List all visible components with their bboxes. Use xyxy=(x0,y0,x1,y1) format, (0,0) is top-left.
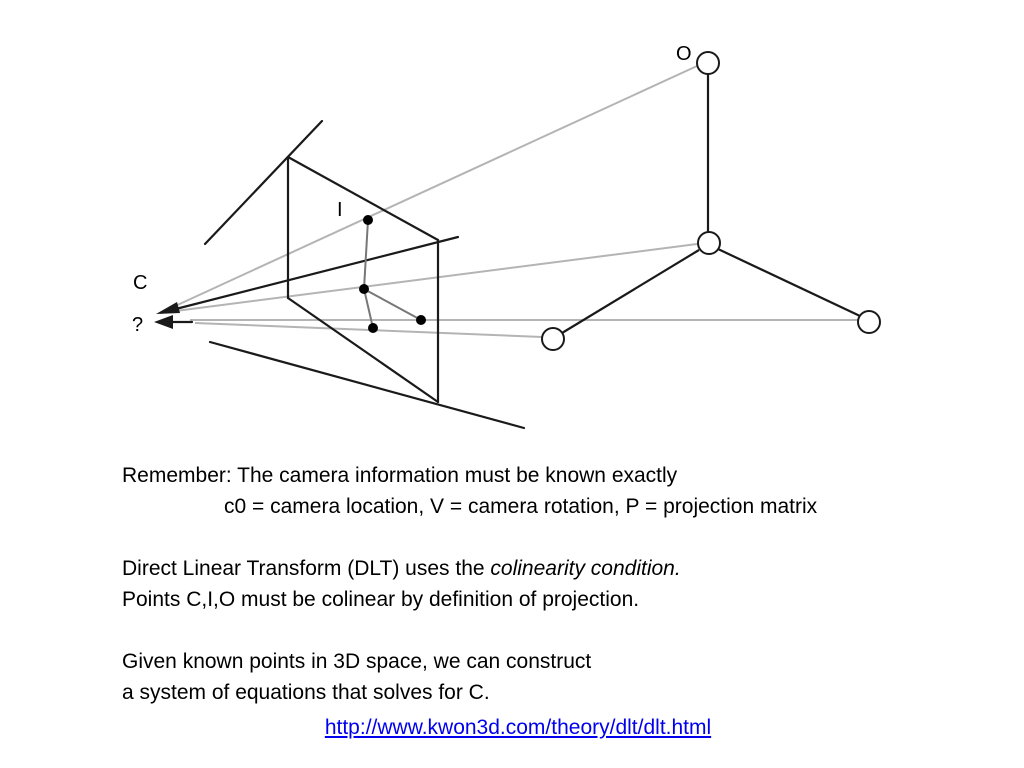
colinearity-emphasis: colinearity condition. xyxy=(490,557,681,580)
object-right-link xyxy=(717,248,861,317)
image-point-bottom xyxy=(368,323,378,333)
image-point-center xyxy=(359,284,369,294)
image-points xyxy=(359,215,426,333)
object-point-left xyxy=(541,327,565,351)
object-left-link xyxy=(561,249,700,334)
ray-to-object-top xyxy=(159,65,698,314)
plane-bottom-edge xyxy=(286,296,440,404)
text-line-definitions: c0 = camera location, V = camera rotatio… xyxy=(224,495,818,518)
frustum-upper-edge xyxy=(203,119,324,246)
image-link-right xyxy=(363,288,422,321)
image-link-bottom xyxy=(363,288,374,329)
label-i: I xyxy=(337,199,343,221)
object-point-right xyxy=(857,310,881,334)
text-line-given: Given known points in 3D space, we can c… xyxy=(122,650,592,673)
object-structure xyxy=(541,51,881,351)
image-point-right xyxy=(416,315,426,325)
spacer xyxy=(122,615,1002,646)
image-plane xyxy=(203,119,526,430)
text-line-system: a system of equations that solves for C. xyxy=(122,681,490,704)
label-unknown: ? xyxy=(132,314,143,336)
spacer xyxy=(122,522,1002,553)
camera-line xyxy=(162,235,460,314)
dlt-projection-diagram: O I C ? xyxy=(132,43,881,430)
text-line-remember: Remember: The camera information must be… xyxy=(122,464,678,487)
label-o: O xyxy=(676,43,692,65)
unknown-arrowhead xyxy=(154,315,173,329)
explanation-text: Remember: The camera information must be… xyxy=(122,460,1002,708)
text-line-dlt: Direct Linear Transform (DLT) uses the c… xyxy=(122,553,1002,584)
projection-rays xyxy=(159,65,858,338)
plane-top-edge xyxy=(286,155,440,242)
arrowheads xyxy=(154,302,180,329)
label-c: C xyxy=(133,272,147,294)
text-line-colinear: Points C,I,O must be colinear by definit… xyxy=(122,588,640,611)
camera-arrowhead xyxy=(156,302,180,314)
reference-link[interactable]: http://www.kwon3d.com/theory/dlt/dlt.htm… xyxy=(324,716,712,739)
object-point-o xyxy=(696,51,720,75)
reference-link-row: http://www.kwon3d.com/theory/dlt/dlt.htm… xyxy=(0,716,1024,740)
object-point-center xyxy=(697,231,721,255)
image-point-i xyxy=(363,215,373,225)
image-link-top xyxy=(363,219,369,290)
dlt-prefix: Direct Linear Transform (DLT) uses the xyxy=(122,557,491,580)
ray-to-object-middle xyxy=(159,243,698,314)
frustum-lower-edge xyxy=(208,340,526,430)
